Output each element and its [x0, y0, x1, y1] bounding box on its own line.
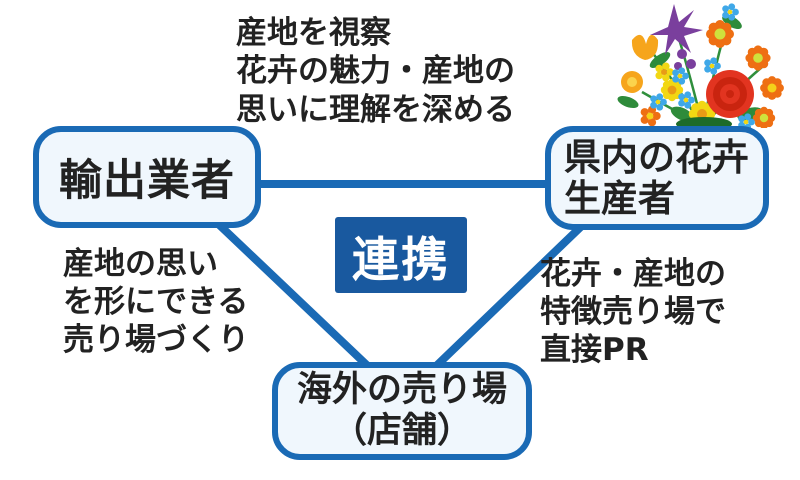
connector-producer-overseas: [428, 214, 594, 374]
node-label: 輸出業者: [59, 156, 235, 206]
node-label-line: （店舗）: [331, 411, 472, 451]
annotation-line: 思いに理解を深める: [236, 91, 515, 128]
annotation-line: 売り場づくり: [63, 321, 249, 358]
annotation-line: 産地を視察: [236, 15, 391, 51]
node-label-line: 海外の売り場: [296, 369, 507, 410]
node-exporter: 輸出業者: [33, 126, 261, 228]
annotation-producer-visit: 産地を視察 花卉の魅力・産地の 思いに理解を深める: [236, 14, 515, 129]
connector-exporter-overseas: [208, 214, 376, 374]
annotation-direct-pr: 花卉・産地の 特徴売り場で 直接PR: [540, 256, 726, 369]
node-prefecture-flower-producer: 県内の花卉 生産者: [545, 126, 769, 230]
annotation-line: 花卉の魅力・産地の: [236, 53, 515, 90]
collaboration-badge: 連携: [335, 217, 467, 293]
annotation-line: 直接PR: [540, 331, 649, 368]
annotation-line: 花卉・産地の: [540, 256, 726, 292]
node-overseas-salesfloor: 海外の売り場 （店舗）: [272, 362, 532, 460]
annotation-line: 特徴売り場で: [540, 293, 726, 330]
annotation-line: を形にできる: [63, 283, 249, 320]
flower-bouquet-icon: [617, 3, 784, 128]
collaboration-label: 連携: [352, 232, 450, 288]
node-label-line: 生産者: [564, 177, 675, 220]
annotation-line: 産地の思い: [63, 246, 218, 282]
annotation-salesfloor-creation: 産地の思い を形にできる 売り場づくり: [63, 246, 249, 359]
node-label-line: 県内の花卉: [564, 135, 749, 179]
